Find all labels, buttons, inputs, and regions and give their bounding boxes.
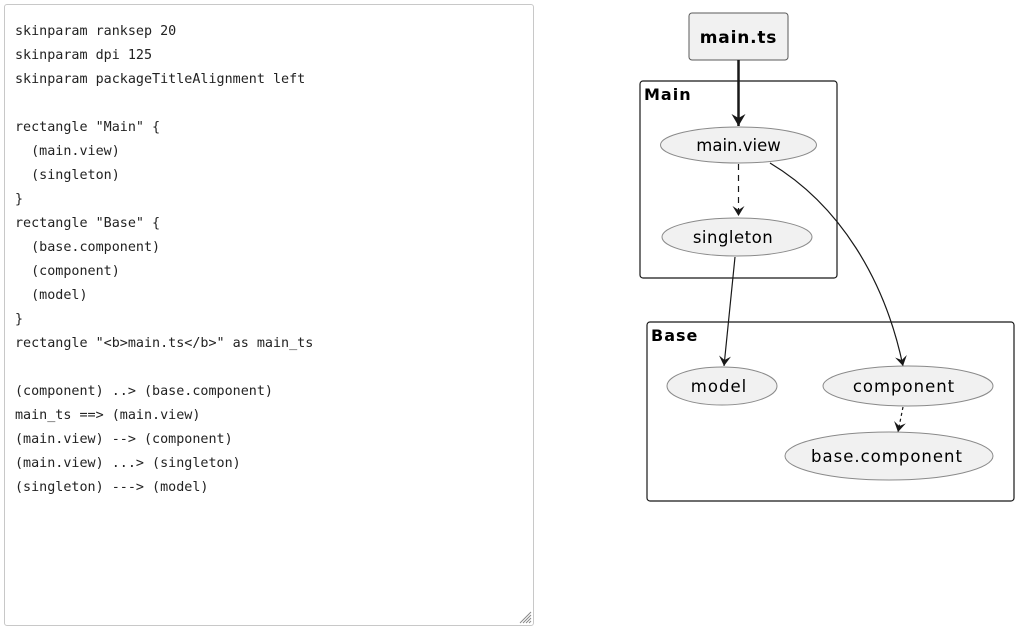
usecase-component[interactable]: component [822, 365, 994, 407]
edge-main-view-to-component [769, 162, 907, 367]
code-line: skinparam ranksep 20 [15, 24, 177, 39]
code-line: (model) [15, 288, 88, 303]
group-base: Base [646, 321, 1015, 502]
group-base-title: Base [651, 326, 698, 345]
code-line: (component) ..> (base.component) [15, 384, 273, 399]
code-line: (base.component) [15, 240, 161, 255]
code-line: (singleton) ---> (model) [15, 480, 209, 495]
group-main-title: Main [644, 85, 692, 104]
code-line: main_ts ==> (main.view) [15, 408, 201, 423]
edge-singleton-to-model [719, 256, 736, 367]
usecase-main-view-label: main.view [696, 136, 780, 155]
usecase-singleton-label: singleton [693, 228, 773, 247]
node-main-ts-label: main.ts [700, 28, 777, 48]
usecase-base-component-label: base.component [811, 447, 963, 466]
edge-component-to-base-component [894, 406, 906, 433]
code-line: (main.view) ...> (singleton) [15, 456, 241, 471]
usecase-base-component[interactable]: base.component [784, 431, 994, 481]
code-line: } [15, 192, 24, 207]
usecase-component-label: component [853, 377, 955, 396]
code-line: (main.view) [15, 144, 120, 159]
usecase-singleton[interactable]: singleton [661, 217, 813, 257]
node-main-ts[interactable]: main.ts [688, 12, 789, 61]
code-line: (main.view) --> (component) [15, 432, 233, 447]
code-line: (component) [15, 264, 120, 279]
code-line: rectangle "Main" { [15, 120, 161, 135]
usecase-main-view[interactable]: main.view [660, 126, 817, 164]
code-editor[interactable]: skinparam ranksep 20 skinparam dpi 125 ski… [4, 4, 534, 626]
code-line: } [15, 312, 24, 327]
code-line: skinparam packageTitleAlignment left [15, 72, 306, 87]
code-text[interactable]: skinparam ranksep 20 skinparam dpi 125 ski… [15, 20, 313, 500]
code-line: (singleton) [15, 168, 120, 183]
usecase-model-label: model [691, 377, 747, 396]
resize-handle-icon[interactable] [518, 610, 532, 624]
code-line: rectangle "Base" { [15, 216, 161, 231]
usecase-model[interactable]: model [666, 366, 778, 406]
code-line: skinparam dpi 125 [15, 48, 153, 63]
code-line: rectangle "<b>main.ts</b>" as main_ts [15, 336, 314, 351]
